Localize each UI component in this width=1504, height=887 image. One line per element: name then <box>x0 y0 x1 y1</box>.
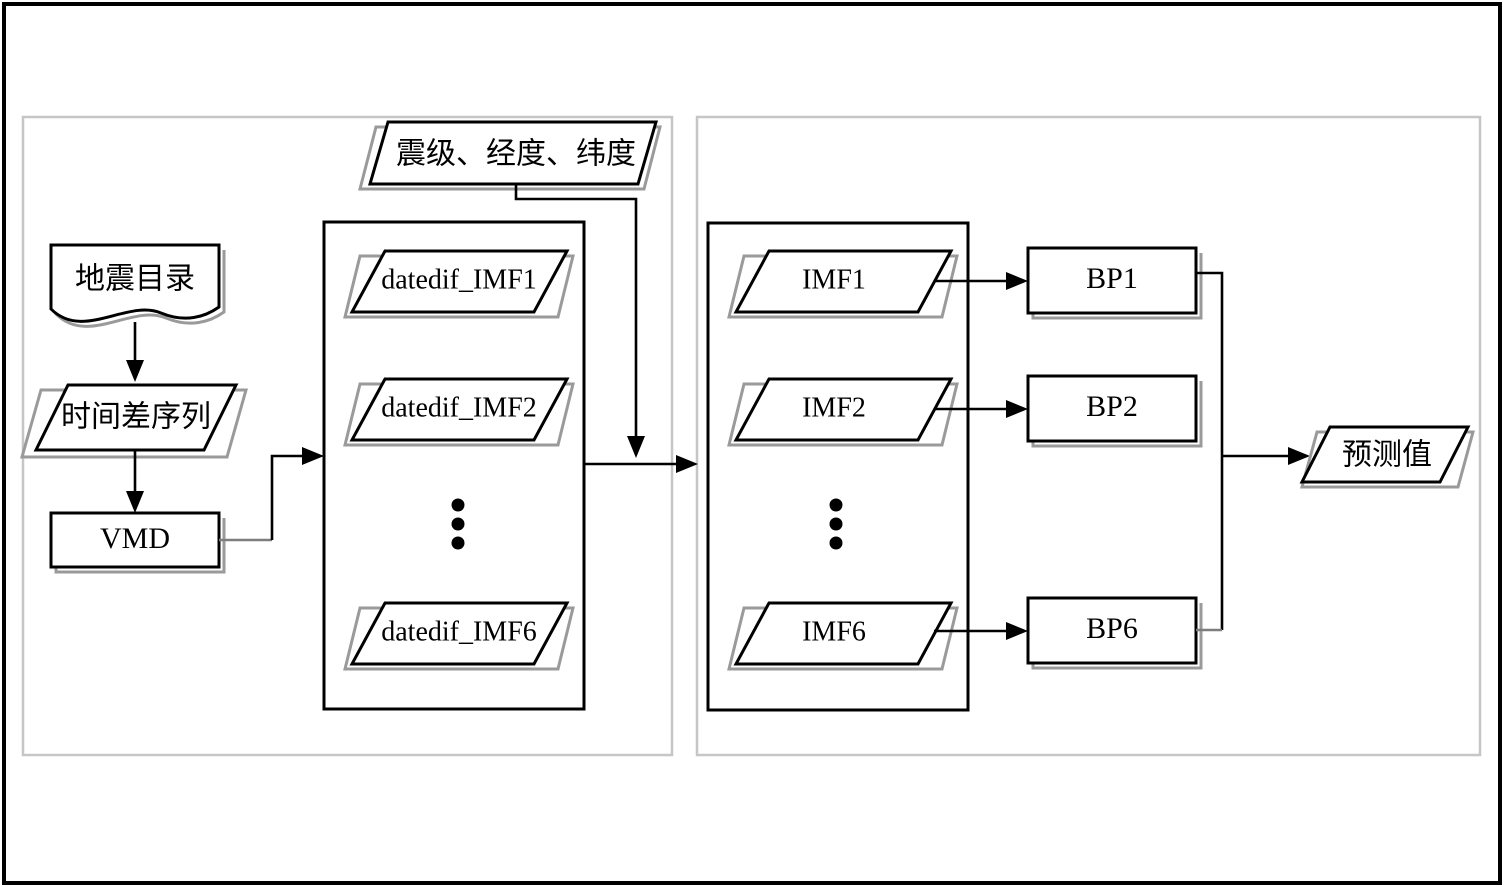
predicted-value-label: 预测值 <box>1342 438 1432 473</box>
earthquake-catalog-label: 地震目录 <box>75 262 195 297</box>
edge-imf2-to-bp2 <box>934 400 1028 418</box>
edge-vmd-to-datedif <box>219 447 324 542</box>
bp2-node: BP2 <box>1026 374 1203 448</box>
edge-bp-bus-to-prediction <box>1196 271 1310 632</box>
edge-imf6-to-bp6 <box>934 622 1028 640</box>
bp2-label: BP2 <box>1086 390 1138 423</box>
imf2-node: IMF2 <box>727 377 959 447</box>
datedif-imf6-node: datedif_IMF6 <box>343 601 575 671</box>
imf1-label: IMF1 <box>802 264 866 295</box>
imf2-label: IMF2 <box>802 392 866 423</box>
features-node: 震级、经度、纬度 <box>358 120 662 191</box>
imf6-label: IMF6 <box>802 616 866 647</box>
edge-datedif-to-imf <box>584 455 698 473</box>
bp1-label: BP1 <box>1086 262 1138 295</box>
datedif-ellipsis-icon <box>451 498 465 550</box>
bp1-node: BP1 <box>1026 246 1203 320</box>
edge-features-to-merge <box>514 184 645 458</box>
time-difference-series-node: 时间差序列 <box>20 383 248 459</box>
imf6-node: IMF6 <box>727 601 959 671</box>
predicted-value-node: 预测值 <box>1299 425 1475 489</box>
features-label: 震级、经度、纬度 <box>396 137 636 172</box>
edge-imf1-to-bp1 <box>934 272 1028 290</box>
bp6-node: BP6 <box>1026 596 1203 670</box>
datedif-imf2-label: datedif_IMF2 <box>381 392 537 423</box>
bp6-label: BP6 <box>1086 612 1138 645</box>
imf1-node: IMF1 <box>727 249 959 319</box>
datedif-imf1-node: datedif_IMF1 <box>343 249 575 319</box>
datedif-imf6-label: datedif_IMF6 <box>381 616 537 647</box>
prediction-panel <box>695 115 1482 757</box>
datedif-imf2-node: datedif_IMF2 <box>343 377 575 447</box>
datedif-imf1-label: datedif_IMF1 <box>381 264 537 295</box>
edge-catalog-to-series <box>126 322 144 382</box>
time-difference-series-label: 时间差序列 <box>61 400 211 435</box>
vmd-label: VMD <box>100 522 170 555</box>
decomposition-panel <box>21 115 674 757</box>
earthquake-catalog-node: 地震目录 <box>49 243 226 328</box>
imf-ellipsis-icon <box>829 498 843 550</box>
vmd-node: VMD <box>49 511 226 574</box>
edge-series-to-vmd <box>126 450 144 513</box>
